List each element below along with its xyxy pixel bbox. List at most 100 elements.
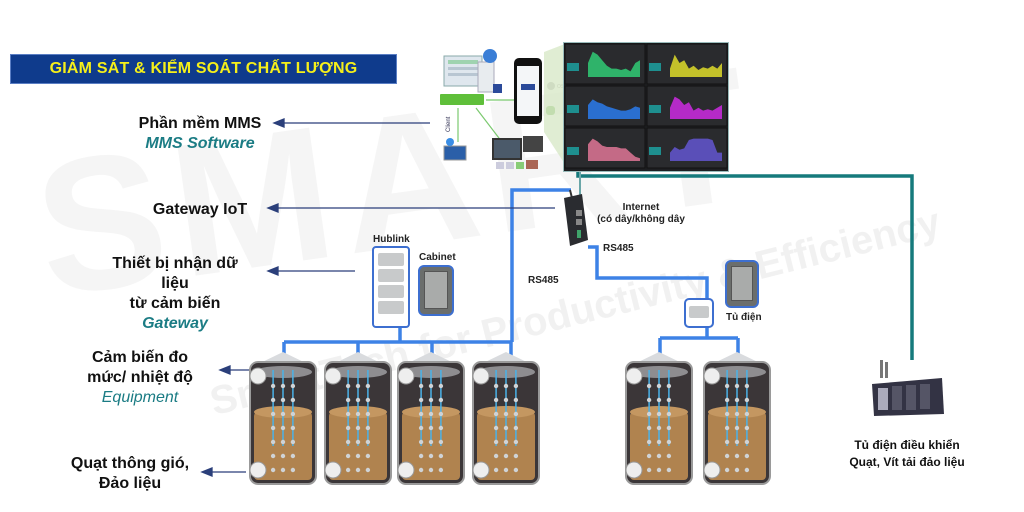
sensor-node <box>724 439 730 445</box>
control-cabinet-device <box>872 360 944 416</box>
sensor-node <box>345 425 351 431</box>
sensor-node <box>744 453 750 459</box>
sensor-node <box>355 453 361 459</box>
sensor-node <box>513 397 519 403</box>
sensor-node <box>270 383 276 389</box>
sensor-node <box>646 383 652 389</box>
dashboard-area-series <box>588 51 640 77</box>
fan-icon-bottom <box>324 461 342 479</box>
dashboard-area-series <box>588 138 640 161</box>
sensor-node <box>744 439 750 445</box>
sensor-node <box>365 411 371 417</box>
sensor-node <box>646 467 652 473</box>
sensor-node <box>646 453 652 459</box>
sensor-node <box>493 453 499 459</box>
label-mms-software: Phần mềm MMS MMS Software <box>138 115 262 152</box>
sensor-node <box>493 439 499 445</box>
sensor-node <box>656 425 662 431</box>
sensor-node <box>290 453 296 459</box>
dashboard-value-badge <box>567 105 579 113</box>
fan-icon-bottom <box>472 461 490 479</box>
sensor-node <box>503 425 509 431</box>
sensor-node <box>428 453 434 459</box>
dashboard-area-series <box>670 54 722 77</box>
sensor-node <box>513 439 519 445</box>
sensor-node <box>418 439 424 445</box>
dashboard-value-badge <box>567 147 579 155</box>
sensor-node <box>365 439 371 445</box>
sensor-node <box>744 397 750 403</box>
sensor-node <box>493 467 499 473</box>
tu-dien-hub <box>684 298 714 328</box>
sensor-node <box>734 439 740 445</box>
sensor-node <box>355 439 361 445</box>
sensor-node <box>656 383 662 389</box>
sensor-node <box>418 411 424 417</box>
sensor-node <box>365 453 371 459</box>
sensor-node <box>280 425 286 431</box>
sensor-node <box>493 425 499 431</box>
silo-bus-right <box>658 326 740 356</box>
sensor-node <box>724 411 730 417</box>
sensor-node <box>744 425 750 431</box>
api-icon <box>493 84 502 93</box>
sensor-node <box>513 453 519 459</box>
sensor-node <box>438 453 444 459</box>
sensor-node <box>428 397 434 403</box>
sensor-node <box>345 397 351 403</box>
fan-icon-bottom <box>397 461 415 479</box>
sensor-node <box>438 411 444 417</box>
fan-icon-bottom <box>249 461 267 479</box>
label-data-receiver: Thiết bị nhận dữ liệu từ cảm biến Gatewa… <box>112 255 238 332</box>
sensor-node <box>355 411 361 417</box>
sensor-node <box>418 383 424 389</box>
sensor-node <box>280 397 286 403</box>
sensor-node <box>280 439 286 445</box>
page-title: GIẢM SÁT & KIỂM SOÁT CHẤT LƯỢNG <box>49 60 358 77</box>
sensor-node <box>280 467 286 473</box>
sensor-node <box>270 411 276 417</box>
sensor-node <box>280 411 286 417</box>
sensor-node <box>438 439 444 445</box>
dashboard-value-badge <box>649 63 661 71</box>
sensor-node <box>646 425 652 431</box>
sensor-node <box>345 453 351 459</box>
fan-icon-top <box>703 367 721 385</box>
sensor-node <box>438 467 444 473</box>
sensor-node <box>428 383 434 389</box>
fan-icon-bottom <box>625 461 643 479</box>
sensor-node <box>290 467 296 473</box>
sensor-node <box>345 439 351 445</box>
sensor-node <box>270 425 276 431</box>
rs485-left-label: RS485 <box>528 275 559 286</box>
sensor-node <box>646 411 652 417</box>
dashboard-panel <box>563 42 729 172</box>
gateway-iot-device <box>564 189 588 246</box>
sensor-node <box>503 453 509 459</box>
sensor-node <box>290 397 296 403</box>
sensor-node <box>418 425 424 431</box>
sensor-node <box>503 383 509 389</box>
rs485-left-line <box>510 188 571 342</box>
sensor-node <box>365 425 371 431</box>
sensor-node <box>365 383 371 389</box>
sensor-node <box>744 411 750 417</box>
sensor-node <box>734 425 740 431</box>
sensor-node <box>503 467 509 473</box>
sensor-node <box>513 425 519 431</box>
svg-text:Client: Client <box>446 116 452 132</box>
sensor-node <box>666 383 672 389</box>
sensor-node <box>345 411 351 417</box>
title-banner: GIẢM SÁT & KIỂM SOÁT CHẤT LƯỢNG <box>10 54 397 84</box>
label-gateway-iot: Gateway IoT <box>152 201 248 218</box>
dashboard-value-badge <box>649 105 661 113</box>
sensor-node <box>734 467 740 473</box>
sensor-node <box>270 453 276 459</box>
sensor-node <box>270 439 276 445</box>
sensor-node <box>666 425 672 431</box>
sensor-node <box>418 453 424 459</box>
silo-bus-left <box>282 325 513 358</box>
label-level-temp-sensor: Cảm biến đo mức/ nhiệt độ Equipment <box>87 349 193 406</box>
